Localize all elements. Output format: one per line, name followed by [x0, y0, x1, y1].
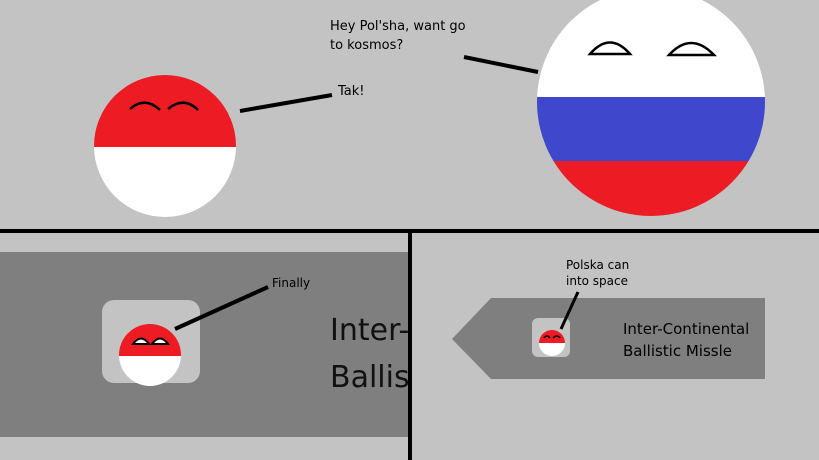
speech-line-poland-mid: [174, 285, 269, 331]
speech-poland-small-line1: Polska can: [566, 258, 630, 272]
speech-line-russia: [463, 55, 539, 74]
missile-label-small-line1: Inter-Continental: [623, 320, 750, 338]
missile-small: [452, 291, 765, 379]
speech-line-poland-top: [239, 93, 333, 113]
closeup-text-clip: Finally Inter-Continental Ballistic Miss…: [0, 232, 408, 460]
missile-closeup: [0, 252, 408, 437]
missile-label-small-line2: Ballistic Missle: [623, 342, 732, 360]
speech-poland-small-line2: into space: [566, 274, 629, 288]
russia-right-eye-icon: [666, 41, 717, 57]
missile-label-closeup-line2: Ballistic Missle: [330, 360, 408, 395]
speech-poland-mid: Finally: [272, 276, 311, 290]
poland-mid-right-eye-icon: [150, 337, 170, 345]
poland-left-eye-icon: [129, 101, 161, 111]
russia-left-eye-icon: [587, 41, 633, 56]
missile-label-closeup-line1: Inter-Continental: [330, 313, 408, 348]
poland-right-eye-icon: [167, 101, 199, 111]
speech-line-poland-small: [559, 291, 580, 330]
russiaball: [537, 0, 765, 216]
missile-body-small: [452, 298, 765, 379]
poland-small-left-eye-icon: [543, 335, 551, 339]
speech-poland-top: Tak!: [338, 84, 365, 99]
speech-russia-line1: Hey Pol'sha, want go: [330, 19, 466, 34]
poland-mid-left-eye-icon: [131, 337, 151, 345]
missile-body-closeup: [0, 252, 408, 437]
poland-small-right-eye-icon: [552, 335, 561, 339]
speech-russia-line2: to kosmos?: [330, 38, 404, 53]
